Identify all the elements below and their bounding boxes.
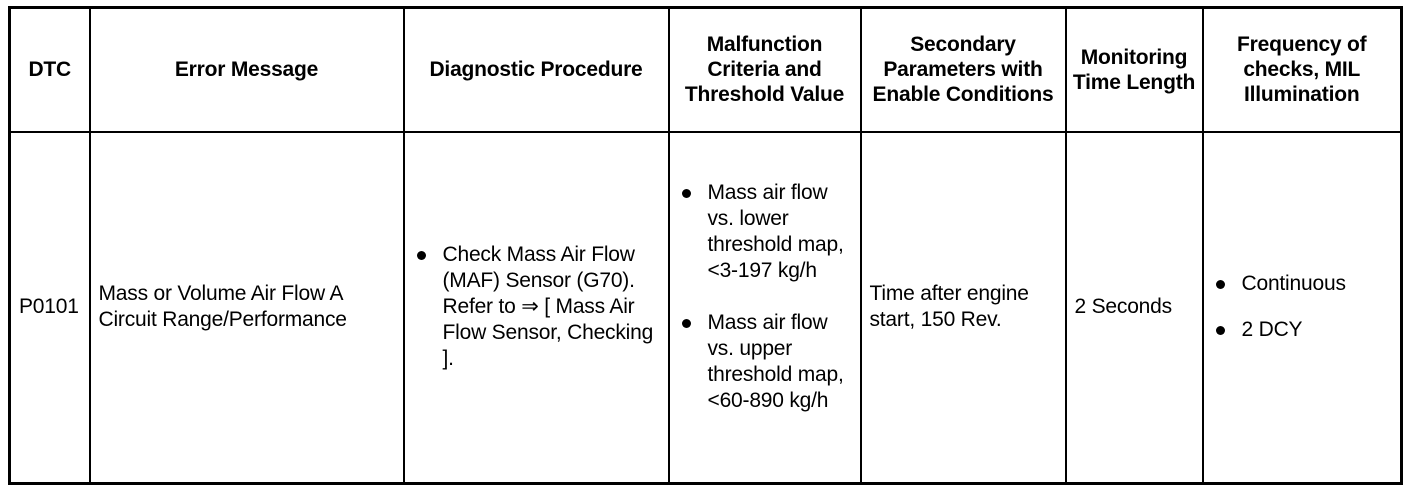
cell-frequency-mil: Continuous 2 DCY	[1201, 130, 1403, 485]
column-header-frequency-mil: Frequency of checks, MIL Illumination	[1201, 6, 1403, 133]
dtc-code: P0101	[19, 295, 79, 319]
column-header-diagnostic-procedure-label: Diagnostic Procedure	[429, 58, 643, 82]
table-header-row: DTC Error Message Diagnostic Procedure M…	[8, 6, 1403, 133]
frequency-mil-list: Continuous 2 DCY	[1212, 271, 1393, 343]
list-item: Continuous	[1212, 271, 1393, 297]
column-header-dtc-label: DTC	[28, 58, 72, 82]
column-header-monitoring-time: Monitoring Time Length	[1064, 6, 1204, 133]
malfunction-criteria-content: Mass air flow vs. lower threshold map, <…	[670, 170, 860, 444]
cell-monitoring-time: 2 Seconds	[1064, 130, 1204, 485]
list-item-label: 2 DCY	[1241, 318, 1303, 342]
list-item-label: Check Mass Air Flow (MAF) Sensor (G70). …	[442, 243, 654, 371]
frequency-mil-content: Continuous 2 DCY	[1204, 267, 1401, 347]
column-header-secondary-parameters: Secondary Parameters with Enable Conditi…	[859, 6, 1067, 133]
bullet-dot-icon	[416, 251, 426, 261]
list-item: Mass air flow vs. lower threshold map, <…	[678, 180, 852, 284]
table-body: P0101 Mass or Volume Air Flow A Circuit …	[8, 130, 1403, 485]
bullet-dot-icon	[681, 319, 691, 329]
column-header-malfunction-criteria: Malfunction Criteria and Threshold Value	[667, 6, 862, 133]
list-item: Mass air flow vs. upper threshold map, <…	[678, 310, 852, 414]
bullet-dot-icon	[1215, 280, 1225, 290]
column-header-error-message: Error Message	[88, 6, 405, 133]
column-header-frequency-mil-label: Frequency of checks, MIL Illumination	[1237, 33, 1367, 107]
monitoring-time-text: 2 Seconds	[1074, 295, 1173, 319]
cell-secondary-parameters: Time after engine start, 150 Rev.	[859, 130, 1067, 485]
cell-malfunction-criteria: Mass air flow vs. lower threshold map, <…	[667, 130, 862, 485]
cell-dtc: P0101	[8, 130, 91, 485]
diagnostic-procedure-list: Check Mass Air Flow (MAF) Sensor (G70). …	[413, 242, 660, 372]
list-item-label: Continuous	[1241, 272, 1346, 296]
column-header-diagnostic-procedure: Diagnostic Procedure	[402, 6, 670, 133]
secondary-parameters-text: Time after engine start, 150 Rev.	[869, 282, 1029, 332]
malfunction-criteria-list: Mass air flow vs. lower threshold map, <…	[678, 180, 852, 414]
diagnostic-procedure-content: Check Mass Air Flow (MAF) Sensor (G70). …	[405, 238, 668, 376]
list-item-label: Mass air flow vs. upper threshold map, <…	[707, 311, 844, 413]
column-header-dtc: DTC	[8, 6, 91, 133]
bullet-dot-icon	[681, 189, 691, 199]
table-header: DTC Error Message Diagnostic Procedure M…	[8, 6, 1403, 133]
dtc-diagnostic-table: DTC Error Message Diagnostic Procedure M…	[8, 6, 1403, 485]
column-header-monitoring-time-label: Monitoring Time Length	[1072, 45, 1196, 94]
column-header-malfunction-criteria-label: Malfunction Criteria and Threshold Value	[684, 33, 845, 107]
list-item: 2 DCY	[1212, 317, 1393, 343]
column-header-secondary-parameters-label: Secondary Parameters with Enable Conditi…	[872, 33, 1054, 107]
bullet-dot-icon	[1215, 326, 1225, 336]
error-message-text: Mass or Volume Air Flow A Circuit Range/…	[98, 282, 347, 332]
cell-error-message: Mass or Volume Air Flow A Circuit Range/…	[88, 130, 405, 485]
list-item: Check Mass Air Flow (MAF) Sensor (G70). …	[413, 242, 660, 372]
table-row: P0101 Mass or Volume Air Flow A Circuit …	[8, 130, 1403, 485]
list-item-label: Mass air flow vs. lower threshold map, <…	[707, 181, 844, 283]
column-header-error-message-label: Error Message	[174, 58, 319, 82]
cell-diagnostic-procedure: Check Mass Air Flow (MAF) Sensor (G70). …	[402, 130, 670, 485]
